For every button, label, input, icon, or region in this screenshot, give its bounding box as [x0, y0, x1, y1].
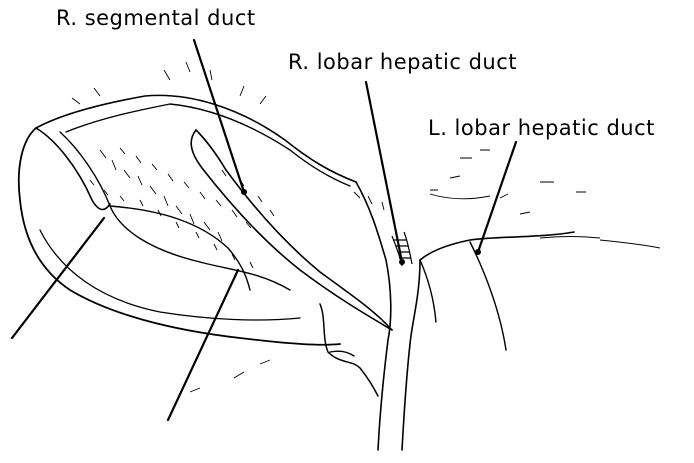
gallbladder-inner-rim: [60, 132, 290, 290]
left-duct-lower: [470, 242, 506, 350]
common-duct-left-wall: [356, 182, 391, 450]
pointer-dot-l-lobar: [475, 249, 481, 255]
label-l-lobar-hepatic-duct: L. lobar hepatic duct: [428, 116, 655, 140]
label-r-segmental-duct: R. segmental duct: [56, 6, 256, 30]
duct-bifurcation: [420, 232, 574, 260]
r-segmental-duct-outer: [191, 130, 392, 330]
leader-left-unlabeled: [12, 218, 104, 338]
liver-bed-hatching: [90, 148, 274, 268]
cystic-duct-stump: [320, 304, 378, 396]
cystic-duct-tip: [330, 351, 354, 356]
gallbladder-outline: [19, 128, 340, 345]
common-duct-right-wall: [402, 260, 420, 450]
gallbladder-lower-fold: [40, 230, 300, 320]
leader-r-lobar-hepatic-duct: [366, 82, 402, 262]
r-segmental-duct-inner: [196, 130, 392, 330]
liver-upper-inner: [66, 104, 350, 186]
leader-bottom-unlabeled: [168, 270, 238, 420]
tissue-strokes: [72, 62, 660, 392]
left-duct-branch: [420, 260, 436, 322]
pointer-dot-r-lobar: [399, 259, 405, 265]
gallbladder-lower-rim: [110, 206, 250, 290]
leader-r-segmental-duct: [194, 40, 244, 192]
label-r-lobar-hepatic-duct: R. lobar hepatic duct: [288, 50, 517, 74]
gallbladder-fold: [36, 128, 110, 210]
pointer-dot-segmental: [241, 189, 247, 195]
